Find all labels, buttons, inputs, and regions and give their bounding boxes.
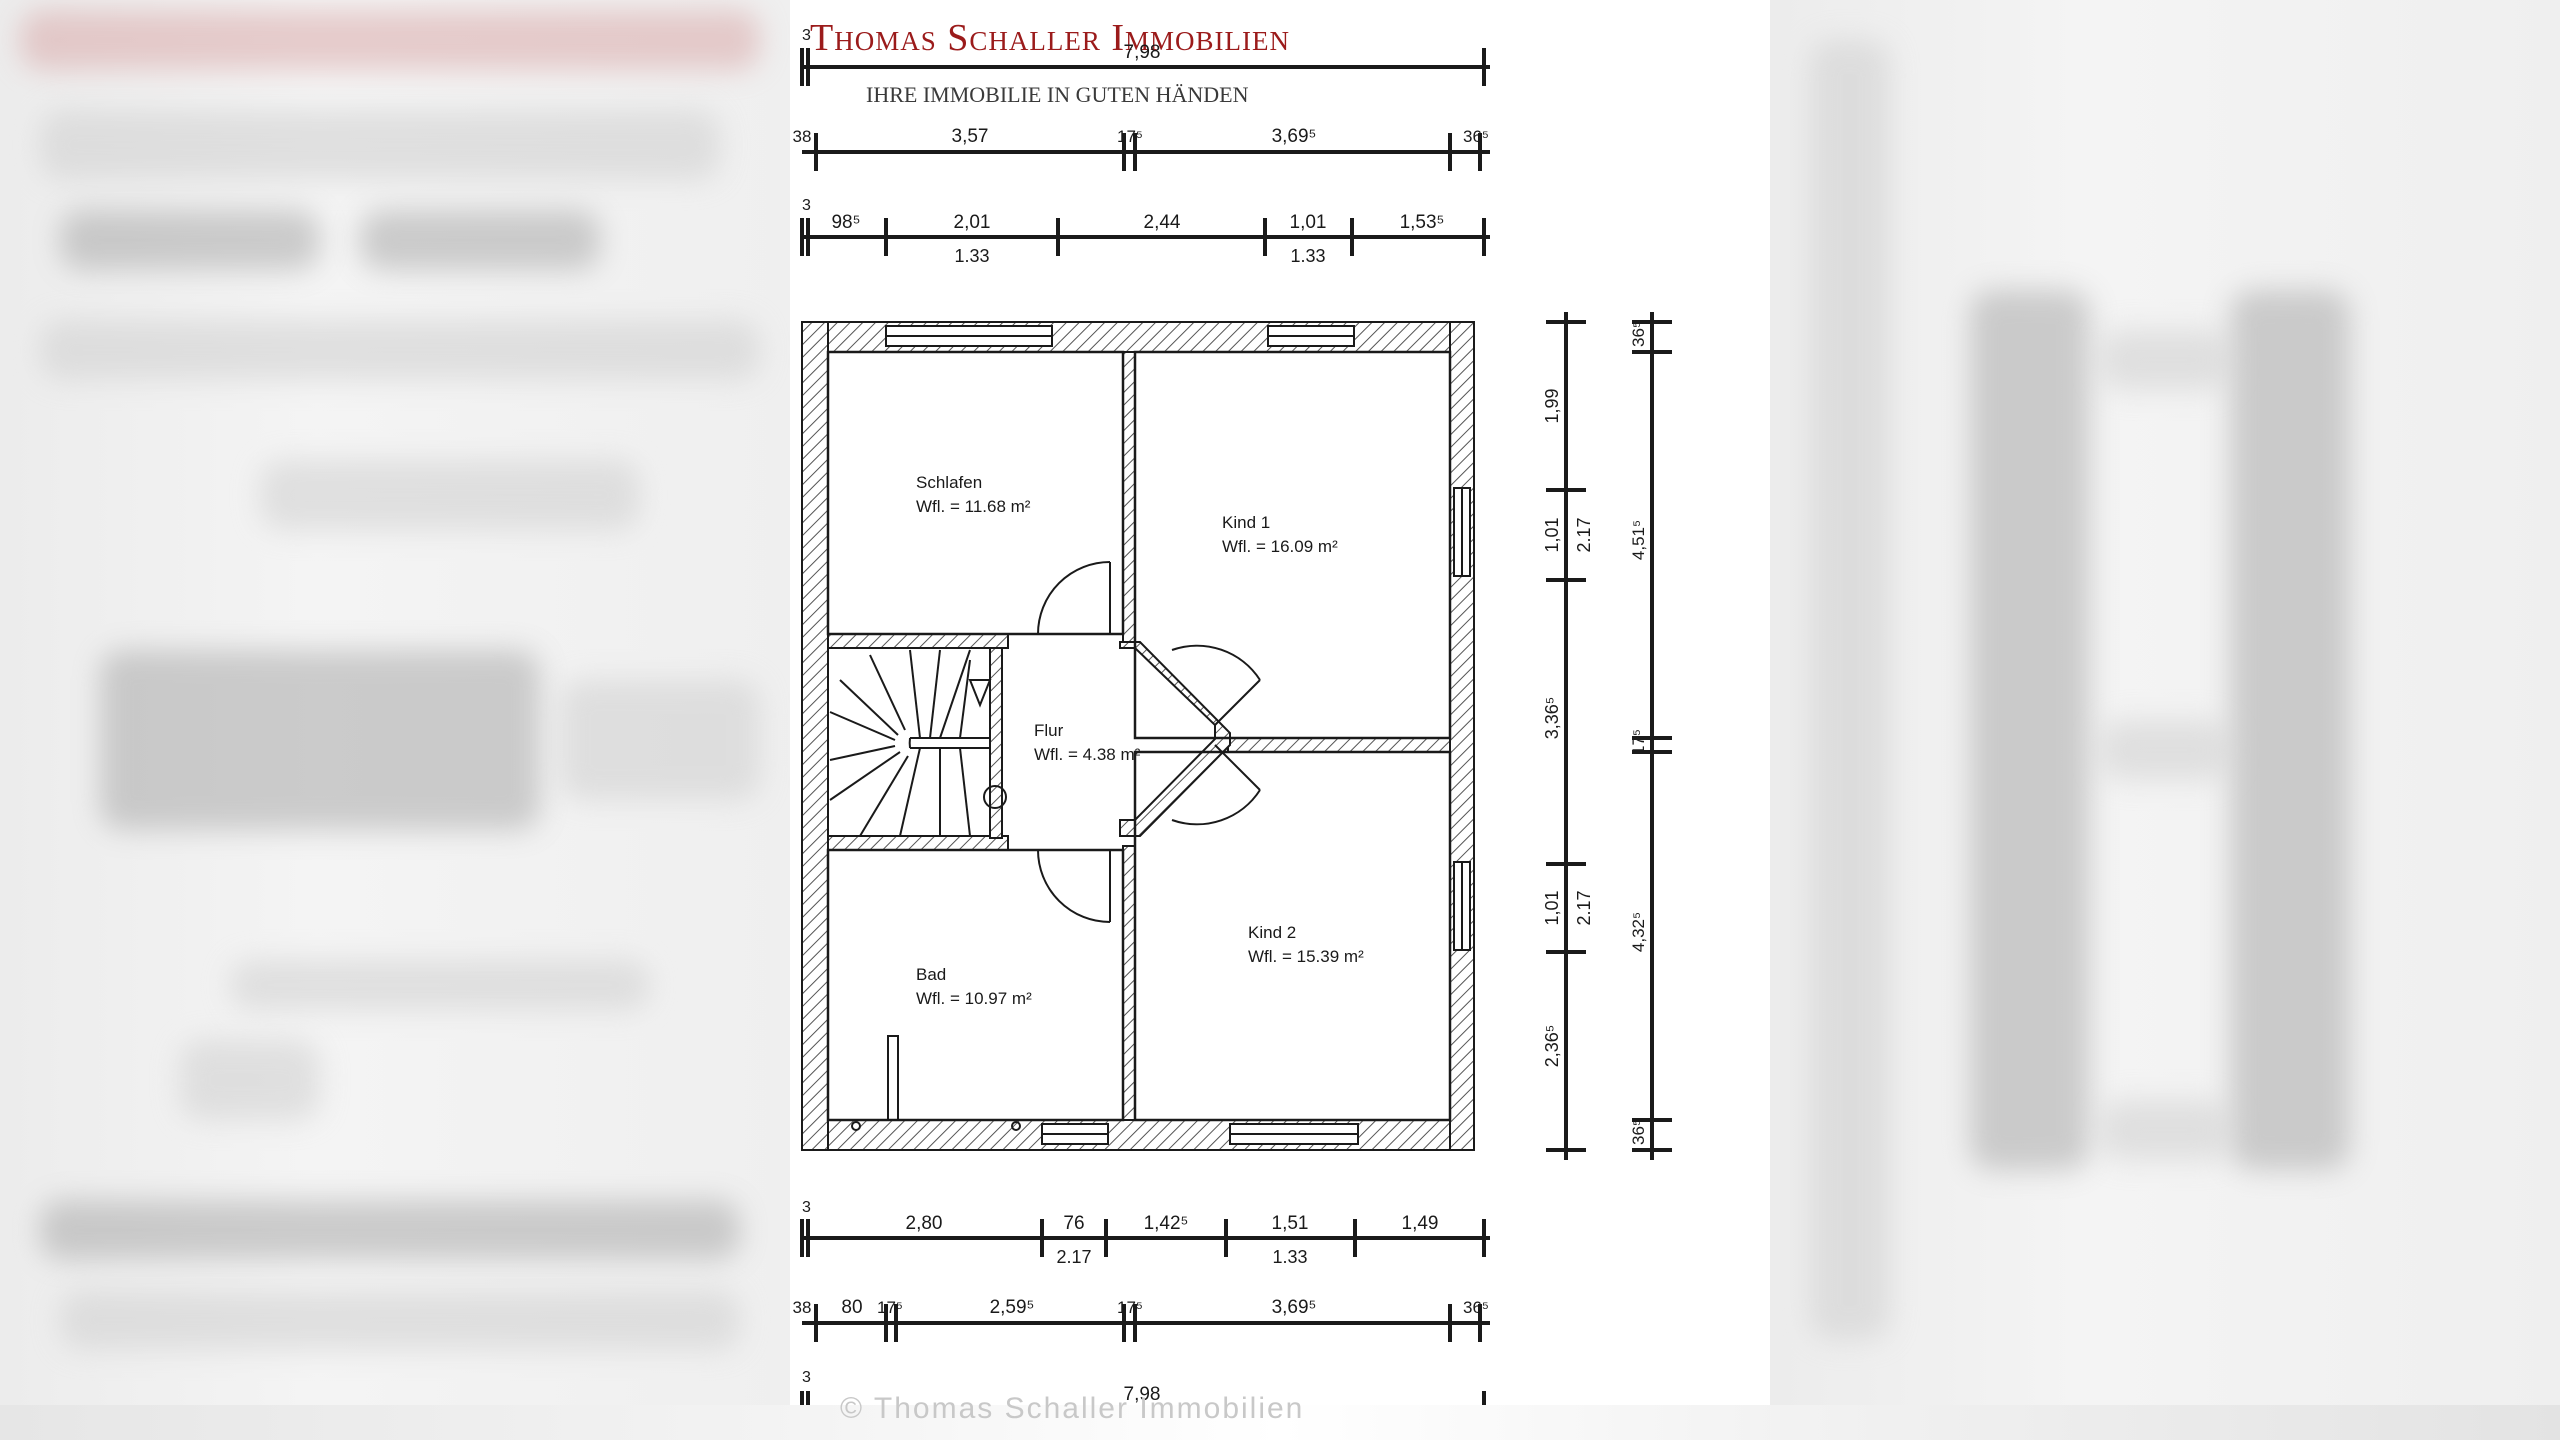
watermark-text: © Thomas Schaller Immobilien	[840, 1392, 1305, 1425]
footer-strip	[0, 1405, 2560, 1440]
dimension-label: 1,51	[1272, 1213, 1309, 1234]
dimension-label: 1,01	[1542, 517, 1562, 552]
dimension-bottom-row1-labels: 2,80 76 1,42⁵ 1,51 1,49 2.17 1.33	[906, 1213, 1439, 1267]
blurred-background-right	[1770, 0, 2560, 1440]
dimension-label: 2,59⁵	[990, 1297, 1035, 1318]
dimension-label: 38	[793, 127, 812, 146]
dimension-top-row2-labels: 38 3,57 17⁵ 3,69⁵ 36⁵	[793, 126, 1489, 147]
room-label-flur: Flur Wfl. = 4.38 m²	[1034, 721, 1141, 764]
brand-tagline: IHRE IMMOBILIE IN GUTEN HÄNDEN	[866, 82, 1249, 107]
blurred-background-left	[0, 0, 790, 1440]
dimension-sublabel: 2.17	[1056, 1247, 1091, 1267]
dimension-right-col1-labels: 1,99 1,01 3,36⁵ 1,01 2,36⁵ 2.17 2.17	[1542, 388, 1594, 1067]
dimension-right-col2	[1632, 312, 1672, 1160]
dimension-top-row3-labels: 98⁵ 2,01 2,44 1,01 1,53⁵ 1.33 1.33	[831, 212, 1444, 266]
dim-bottom-total-value: 7,98	[1124, 1384, 1161, 1405]
room-label-schlafen: Schlafen Wfl. = 11.68 m²	[916, 473, 1031, 516]
dimension-label: 3,57	[952, 126, 989, 147]
room-area: Wfl. = 16.09 m²	[1222, 537, 1338, 556]
dimension-bottom-row1	[800, 1219, 1490, 1257]
floor-plan-panel: Thomas Schaller Immobilien IHRE IMMOBILI…	[790, 0, 1770, 1440]
dimension-label: 36⁵	[1463, 1298, 1489, 1317]
dimension-label: 17⁵	[1117, 1298, 1143, 1317]
dimension-label: 3,69⁵	[1272, 1297, 1317, 1318]
dim-bottom-row1-tick: 3	[802, 1199, 811, 1216]
dimension-label: 3,69⁵	[1272, 126, 1317, 147]
outer-walls	[801, 321, 1475, 1151]
dimension-label: 4,51⁵	[1629, 520, 1648, 560]
dimension-label: 2,44	[1144, 212, 1181, 233]
dimension-label: 38	[793, 1298, 812, 1317]
door-swings	[1037, 561, 1261, 923]
dimension-label: 2,36⁵	[1542, 1025, 1562, 1068]
room-area: Wfl. = 4.38 m²	[1034, 745, 1141, 764]
dimension-top-total	[800, 48, 1490, 86]
dimension-sublabel: 2.17	[1574, 890, 1594, 925]
dimension-label: 1,42⁵	[1144, 1213, 1189, 1234]
dimension-label: 36⁵	[1629, 1119, 1648, 1145]
floor-plan-drawing: Thomas Schaller Immobilien IHRE IMMOBILI…	[793, 17, 1672, 1429]
staircase	[827, 647, 1007, 837]
dimension-label: 2,01	[954, 212, 991, 233]
room-name: Flur	[1034, 721, 1064, 740]
room-area: Wfl. = 15.39 m²	[1248, 947, 1364, 966]
windows	[885, 325, 1471, 1145]
dimension-label: 36⁵	[1463, 127, 1489, 146]
dimension-top-row2	[802, 133, 1490, 171]
room-label-kind1: Kind 1 Wfl. = 16.09 m²	[1222, 513, 1338, 556]
dimension-label: 98⁵	[831, 212, 860, 233]
room-name: Schlafen	[916, 473, 982, 492]
dim-top-total-value: 7,98	[1124, 42, 1161, 63]
dimension-label: 4,32⁵	[1629, 912, 1648, 952]
dimension-label: 80	[841, 1297, 862, 1318]
dimension-label: 17⁵	[877, 1298, 903, 1317]
brand-name: Thomas Schaller Immobilien	[810, 17, 1290, 59]
dim-top-row3-tick: 3	[802, 197, 811, 214]
dimension-bottom-row2	[802, 1304, 1490, 1342]
room-name: Kind 2	[1248, 923, 1296, 942]
inner-walls	[827, 351, 1451, 1121]
room-area: Wfl. = 10.97 m²	[916, 989, 1032, 1008]
room-name: Kind 1	[1222, 513, 1270, 532]
dimension-sublabel: 2.17	[1574, 517, 1594, 552]
dimension-label: 1,49	[1402, 1213, 1439, 1234]
dimension-label: 1,53⁵	[1400, 212, 1445, 233]
room-area: Wfl. = 11.68 m²	[916, 497, 1031, 516]
dim-top-total-tick: 3	[802, 27, 811, 44]
bath-fixture	[851, 1035, 1021, 1131]
dimension-label: 1,01	[1542, 890, 1562, 925]
dimension-right-col2-labels: 36⁵ 4,51⁵ 17⁵ 4,32⁵ 36⁵	[1629, 321, 1648, 1145]
dimension-bottom-row2-labels: 38 80 17⁵ 2,59⁵ 17⁵ 3,69⁵ 36⁵	[793, 1297, 1489, 1318]
room-label-kind2: Kind 2 Wfl. = 15.39 m²	[1248, 923, 1364, 966]
dimension-right-col1	[1546, 312, 1586, 1160]
dimension-label: 2,80	[906, 1213, 943, 1234]
dimension-label: 1,01	[1290, 212, 1327, 233]
dim-bottom-total-tick: 3	[802, 1369, 811, 1386]
dimension-label: 17⁵	[1629, 729, 1648, 755]
room-name: Bad	[916, 965, 946, 984]
dimension-sublabel: 1.33	[1272, 1247, 1307, 1267]
dimension-sublabel: 1.33	[954, 246, 989, 266]
dimension-label: 36⁵	[1629, 321, 1648, 347]
room-outlines	[826, 350, 1452, 1122]
dimension-label: 76	[1063, 1213, 1084, 1234]
dimension-label: 3,36⁵	[1542, 697, 1562, 740]
dimension-sublabel: 1.33	[1290, 246, 1325, 266]
room-label-bad: Bad Wfl. = 10.97 m²	[916, 965, 1032, 1008]
dimension-top-row3	[800, 218, 1490, 256]
dimension-label: 1,99	[1542, 388, 1562, 423]
dimension-label: 17⁵	[1117, 127, 1143, 146]
